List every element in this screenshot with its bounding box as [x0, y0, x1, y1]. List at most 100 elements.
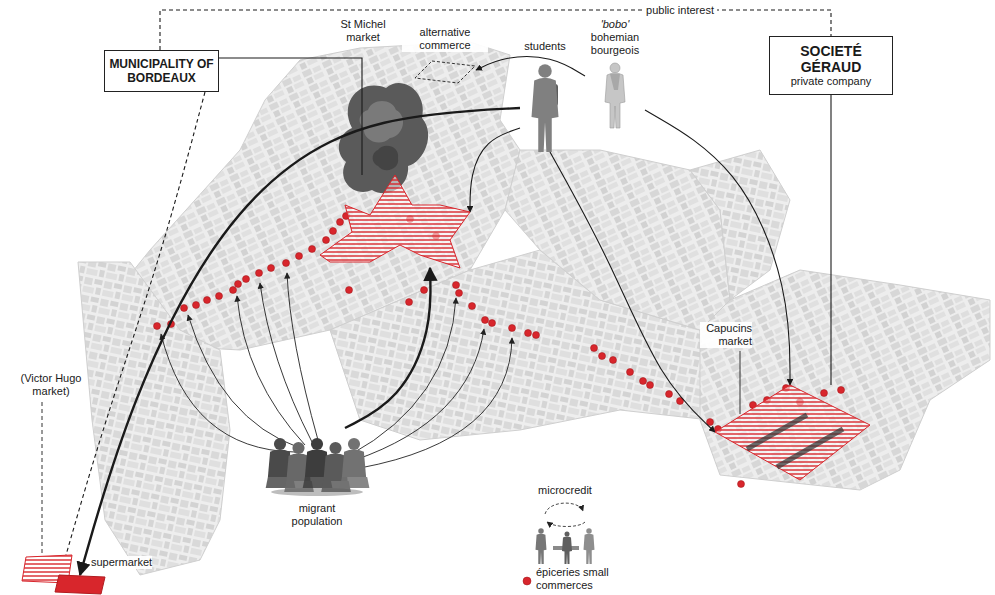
flow-connector	[645, 110, 790, 385]
commerce-dot	[599, 353, 606, 360]
commerce-dot	[838, 387, 845, 394]
connector-group	[66, 10, 831, 575]
person-figure	[562, 532, 572, 565]
node-text: migrant population	[282, 502, 352, 528]
flow-connector	[830, 95, 831, 385]
area-outline	[320, 175, 470, 268]
node-text: private company	[774, 75, 888, 88]
person-head	[274, 438, 286, 450]
node-text: 'bobo'	[585, 18, 645, 31]
migrant-arrows	[161, 273, 512, 468]
legend-swatch-box	[522, 576, 532, 586]
commerce-dot	[256, 270, 263, 277]
commerce-dot	[309, 246, 316, 253]
person-head	[311, 438, 323, 450]
flow-connector	[476, 57, 585, 76]
person-body	[584, 534, 595, 564]
commerce-dot	[330, 228, 337, 235]
loop-arrow	[547, 522, 585, 527]
legend-item: épiceries small commerces	[522, 566, 624, 592]
commerce-dot	[346, 287, 353, 294]
commerce-dot	[453, 282, 460, 289]
area-outline	[415, 61, 475, 83]
map-tiles	[78, 42, 990, 575]
commerce-dot	[821, 390, 828, 397]
flow-connector	[80, 108, 520, 575]
person-head	[538, 64, 552, 78]
node-text: SOCIETÉ GÉRAUD	[774, 43, 888, 75]
node-text: MUNICIPALITY OF BORDEAUX	[109, 57, 214, 85]
commerce-dot	[154, 323, 161, 330]
person-body	[536, 534, 547, 564]
person-figure	[532, 64, 559, 152]
map-tile	[78, 262, 230, 575]
person-body	[532, 78, 559, 152]
leader-lines	[42, 351, 740, 553]
legend-text: épiceries small commerces	[536, 566, 624, 592]
flow-connector	[219, 58, 362, 175]
company-box: SOCIETÉ GÉRAUDprivate company	[769, 36, 893, 95]
flow-connector	[160, 10, 831, 50]
node-text: microcredit	[525, 484, 605, 497]
person-head	[586, 528, 592, 534]
commerce-dot	[647, 382, 654, 389]
person-body	[562, 537, 572, 565]
commerce-dot	[230, 287, 237, 294]
edge-label: public interest	[643, 4, 717, 17]
commerce-dot	[323, 237, 330, 244]
commerce-dot	[509, 325, 516, 332]
market-area: Capucins market	[715, 385, 870, 480]
area-outline	[715, 385, 870, 480]
commerce-dot	[296, 253, 303, 260]
person-figure	[340, 438, 370, 488]
scarf	[610, 74, 620, 90]
supermarket-square: supermarket	[55, 575, 105, 594]
node-text: supermarket	[91, 556, 152, 569]
map-tile	[700, 270, 990, 490]
commerce-diamond: alternative commerce	[414, 60, 476, 84]
commerce-dot	[216, 293, 223, 300]
commerce-dot	[533, 332, 540, 339]
trees	[339, 83, 428, 193]
commerce-dot	[235, 281, 242, 288]
flow-connector	[66, 92, 205, 555]
person-body	[605, 73, 625, 128]
commerce-dot	[181, 305, 188, 312]
commerce-dot	[421, 287, 428, 294]
leader-line	[740, 351, 741, 414]
commerce-dot	[456, 290, 463, 297]
person-figure	[536, 528, 547, 564]
figure-drawing	[268, 428, 366, 498]
leader-line	[42, 402, 43, 553]
flow-connector	[550, 152, 715, 432]
commerce-dot	[204, 297, 211, 304]
commerce-dot	[268, 265, 275, 272]
person-figure	[584, 528, 595, 564]
flow-arrow	[350, 298, 456, 455]
person-head	[329, 442, 341, 454]
commerce-dot	[666, 391, 673, 398]
person-body	[342, 450, 366, 478]
market-hall	[777, 429, 843, 467]
flow-connector	[470, 128, 520, 212]
area-outline	[55, 575, 105, 594]
tree-blob	[339, 83, 428, 193]
actor-figure: migrant population	[268, 428, 366, 532]
person-head	[348, 438, 360, 450]
commerce-dot	[243, 276, 250, 283]
flow-arrow	[237, 296, 305, 445]
area-shape	[414, 60, 476, 84]
person-head	[565, 532, 570, 537]
figure-drawing	[585, 60, 645, 130]
person-head	[538, 528, 544, 534]
actor-figure: microcredit	[525, 484, 605, 564]
node-text: students	[520, 40, 570, 53]
flow-arrow	[360, 338, 512, 468]
person-head	[610, 63, 620, 73]
node-text: (Victor Hugo market)	[16, 372, 86, 398]
commerce-dot	[406, 299, 413, 306]
person-legs	[340, 477, 370, 488]
node-text: Capucins market	[700, 322, 752, 348]
commerce-dot	[627, 369, 634, 376]
legend-swatch	[523, 577, 531, 585]
